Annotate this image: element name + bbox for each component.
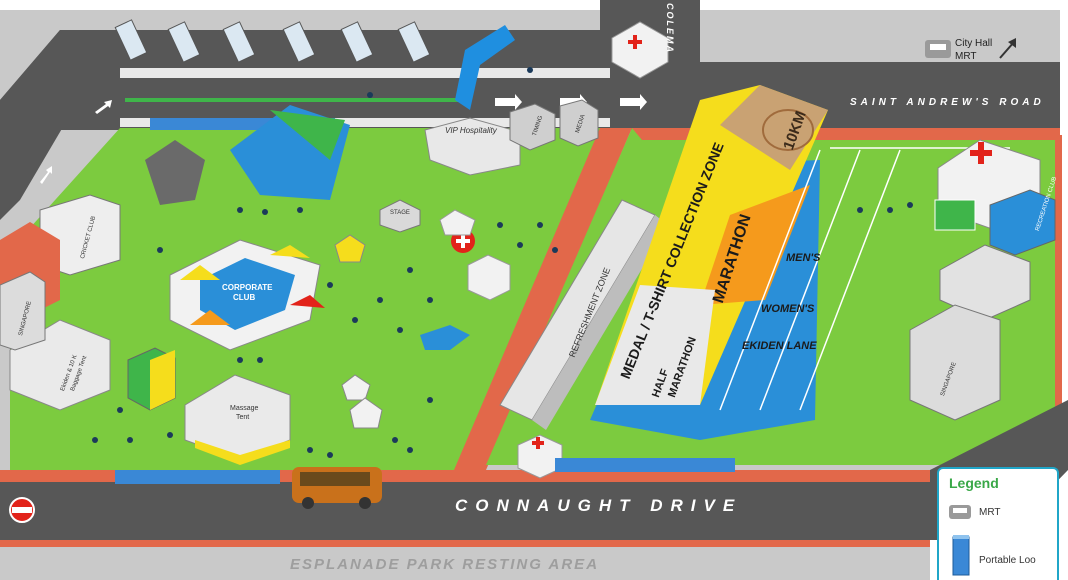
stage-label: STAGE (390, 210, 410, 216)
road-barrier-top (120, 68, 610, 78)
first-aid-tent-top (611, 21, 669, 79)
mrt-icon (925, 38, 1016, 59)
saint-andrews-road-label: SAINT ANDREW'S ROAD (850, 97, 1045, 108)
corporate-club-label-1: CORPORATE (222, 283, 273, 292)
vip-hospitality-tent (424, 117, 521, 176)
mens-lane-label: MEN'S (786, 252, 821, 264)
shuttle-bus (292, 467, 382, 509)
portable-loos-bottom-right (555, 458, 735, 472)
mrt-label: MRT (955, 51, 977, 62)
vip-hospitality-label: VIP Hospitality (445, 126, 497, 135)
city-hall-label: City Hall (955, 38, 993, 49)
marathon-zone (700, 185, 810, 305)
connaught-drive-label: CONNAUGHT DRIVE (455, 496, 743, 515)
esplanade-park-label: ESPLANADE PARK RESTING AREA (290, 556, 600, 573)
womens-lane-label: WOMEN'S (761, 303, 815, 315)
massage-tent-label-2: Tent (236, 414, 250, 421)
legend-mrt-label: MRT (979, 507, 1001, 518)
half-marathon-zone (595, 285, 715, 405)
no-entry-sign (9, 497, 35, 523)
connaught-drive (0, 482, 930, 540)
billboards (114, 19, 431, 63)
massage-tent-label-1: Massage (230, 405, 259, 412)
coleman-street-label: COLEMA (665, 3, 675, 54)
football-field (934, 199, 976, 231)
singapore-building-left (0, 271, 46, 351)
first-aid-tent-bottom (517, 434, 563, 479)
portable-loos-bottom-left (115, 470, 280, 484)
corporate-club (169, 239, 325, 351)
collection-zone (590, 85, 828, 440)
singapore-building-right (909, 304, 1001, 421)
timing-tent (509, 103, 556, 151)
legend-loo-label: Portable Loo (979, 555, 1036, 566)
stage-area (379, 199, 421, 233)
road-barrier-bottom (120, 118, 610, 127)
corporate-club-label-2: CLUB (233, 293, 256, 302)
diagonal-path (454, 128, 632, 470)
legend-title: Legend (949, 475, 999, 491)
legend-panel: Legend MRT Portable Loo (937, 467, 1059, 580)
runners (92, 67, 913, 458)
equipment-structure (145, 140, 205, 205)
legend-mrt-icon (949, 505, 971, 519)
media-tent (559, 99, 599, 147)
legend-loo-icon (952, 535, 970, 576)
km10-zone (720, 85, 828, 170)
recreation-club-building (989, 189, 1056, 256)
start-arch (455, 25, 515, 110)
ekiden-lane-label: EKIDEN LANE (742, 340, 817, 352)
refreshment-zone (499, 199, 668, 430)
left-diagonal-road (0, 30, 120, 220)
